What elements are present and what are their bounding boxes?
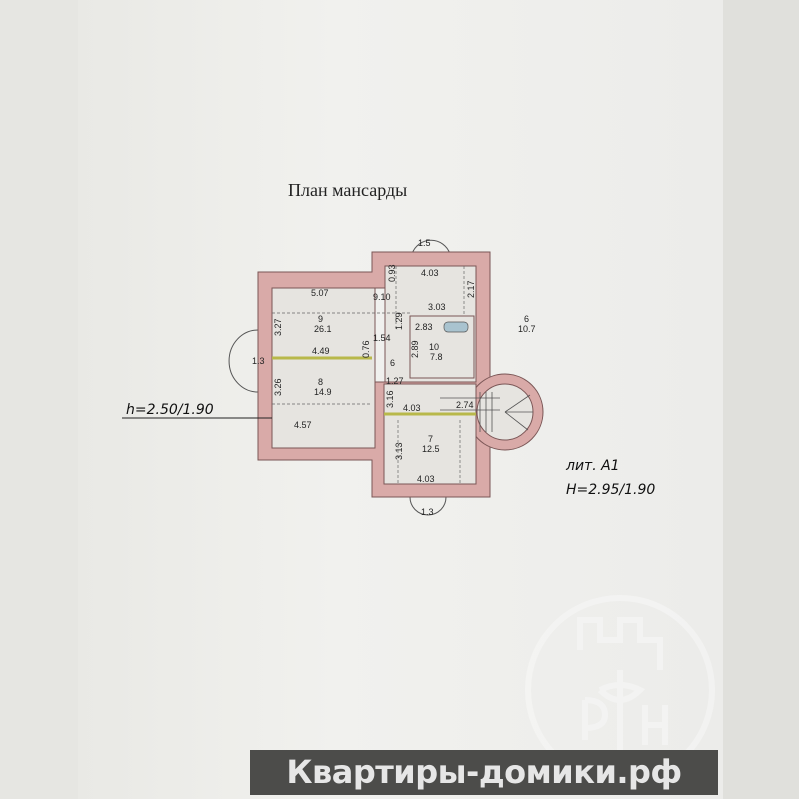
bay-windows [228,239,451,516]
room-number: 7 [428,434,433,444]
dimension: 0.93 [387,264,397,282]
dimension: 2.74 [456,400,474,410]
dimension: 2.89 [410,340,420,358]
height-annotation-left: h=2.50/1.90 [126,402,214,418]
dimension: 4.03 [417,474,435,484]
room-labels: 9 26.1 8 14.9 10 7.8 6 10.7 7 12.5 6 [314,314,536,454]
dimension: 3.26 [273,378,283,396]
dimension: 1.5 [418,238,431,248]
dimension: 3.27 [273,318,283,336]
dimension: 1.54 [373,333,391,343]
room-number: 10 [429,342,439,352]
room-area: 14.9 [314,387,332,397]
dividers [272,356,476,416]
room-area: 10.7 [518,324,536,334]
stair-lines [440,392,533,432]
dimension: 9.10 [373,292,391,302]
top-bay [411,239,451,255]
dimension: 4.57 [294,420,312,430]
room-number: 6 [390,358,395,368]
bottom-bay [409,496,447,516]
dimension: 3.13 [394,442,404,460]
dashed-lines [272,266,465,484]
room-area: 7.8 [430,352,443,362]
room-area: 26.1 [314,324,332,334]
photo-background-left [0,0,78,799]
dimension: 1.27 [386,376,404,386]
dimension: 2.17 [466,280,476,298]
dimension: 4.03 [421,268,439,278]
dimension: 3.03 [428,302,446,312]
dimension: 4.49 [312,346,330,356]
room-number: 8 [318,377,323,387]
left-bay [228,329,259,393]
dimension: 1.3 [421,507,434,517]
height-annotation-right: H=2.95/1.90 [566,482,655,498]
bathtub-icon [443,321,469,333]
dimension: 3.16 [385,390,395,408]
room-number: 6 [524,314,529,324]
dimension-labels: 5.07 9.10 0.93 4.03 1.5 2.17 3.03 3.27 1… [252,238,476,517]
dimension: 1.3 [252,356,265,366]
dimension: 4.03 [403,403,421,413]
plan-title: План мансарды [288,180,408,200]
dimension: 2.83 [415,322,433,332]
dimension: 1.29 [394,312,404,330]
room-area: 12.5 [422,444,440,454]
dimension: 0.76 [361,340,371,358]
liter-annotation: лит. А1 [565,458,620,474]
photo-background-right [723,0,799,799]
watermark-logo [525,595,715,785]
dimension: 5.07 [311,288,329,298]
room-fills [271,265,534,485]
watermark-banner: Квартиры-домики.рф [250,750,718,795]
room-number: 9 [318,314,323,324]
